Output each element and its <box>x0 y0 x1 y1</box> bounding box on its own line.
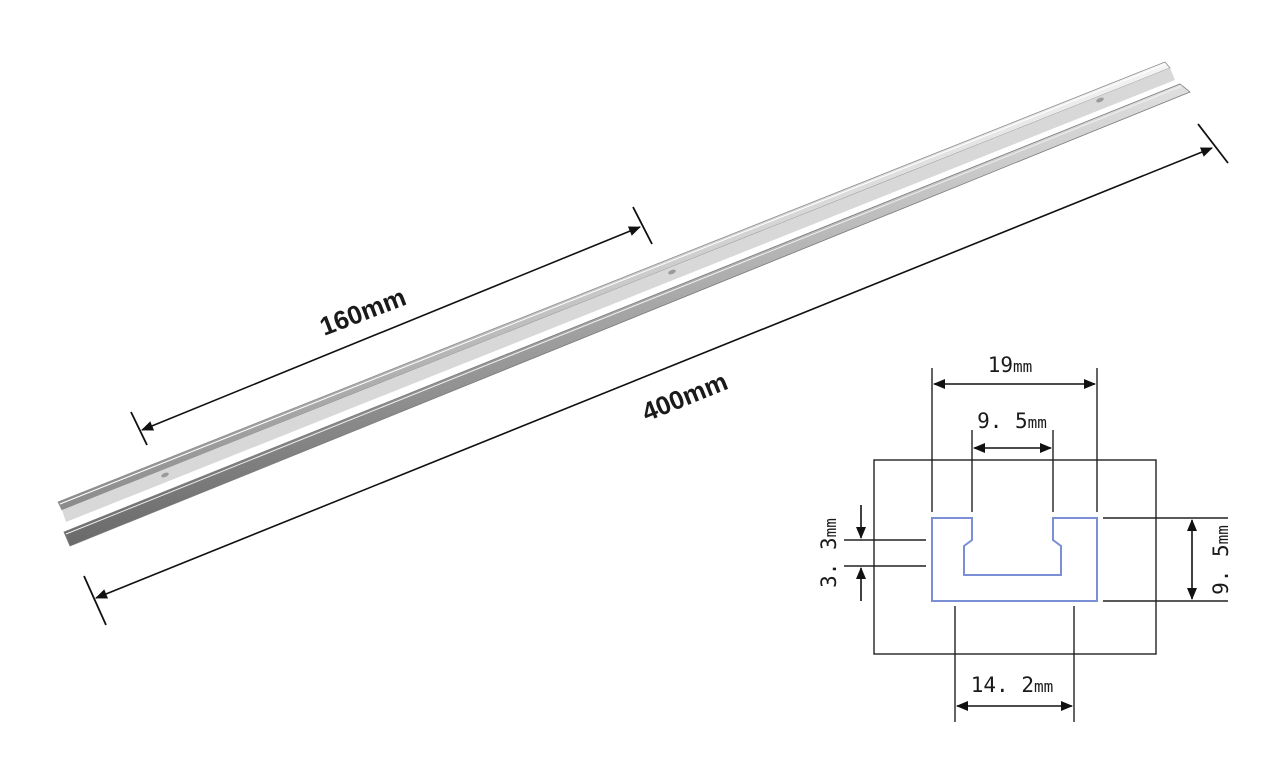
bottom-width-unit: mm <box>1034 677 1053 696</box>
dimension-slot-opening: 9. 5mm <box>973 409 1052 453</box>
cross-section-drawing: 19mm 9. 5mm 3. 3mm 9. 5mm <box>817 353 1233 722</box>
svg-text:14. 2mm: 14. 2mm <box>971 673 1053 697</box>
svg-text:9. 5mm: 9. 5mm <box>1209 525 1233 595</box>
aluminum-rail <box>57 61 1191 547</box>
dimension-total-height: 9. 5mm <box>1187 519 1233 600</box>
slot-opening-label: 9. 5 <box>977 409 1028 433</box>
bottom-width-label: 14. 2 <box>971 673 1034 697</box>
svg-text:3. 3mm: 3. 3mm <box>817 518 841 588</box>
short-length-label: 160mm <box>316 282 410 342</box>
dimension-400mm: 400mm <box>83 123 1229 626</box>
rail-channel <box>62 68 1175 522</box>
rail-lower-strip <box>63 83 1191 547</box>
lip-height-unit: mm <box>821 518 840 537</box>
svg-text:9. 5mm: 9. 5mm <box>977 409 1047 433</box>
svg-text:19mm: 19mm <box>988 353 1033 377</box>
total-height-unit: mm <box>1213 525 1232 544</box>
top-width-unit: mm <box>1013 357 1032 376</box>
full-length-label: 400mm <box>637 366 731 427</box>
t-track-profile <box>931 517 1098 602</box>
dimension-lip-height: 3. 3mm <box>817 505 866 601</box>
total-height-label: 9. 5 <box>1209 544 1233 595</box>
cross-section-frame <box>873 459 1157 655</box>
lip-height-label: 3. 3 <box>817 537 841 588</box>
slot-opening-unit: mm <box>1028 413 1047 432</box>
dimension-bottom-width: 14. 2mm <box>956 673 1073 711</box>
top-width-label: 19 <box>988 353 1013 377</box>
dimension-top-width: 19mm <box>933 353 1096 389</box>
